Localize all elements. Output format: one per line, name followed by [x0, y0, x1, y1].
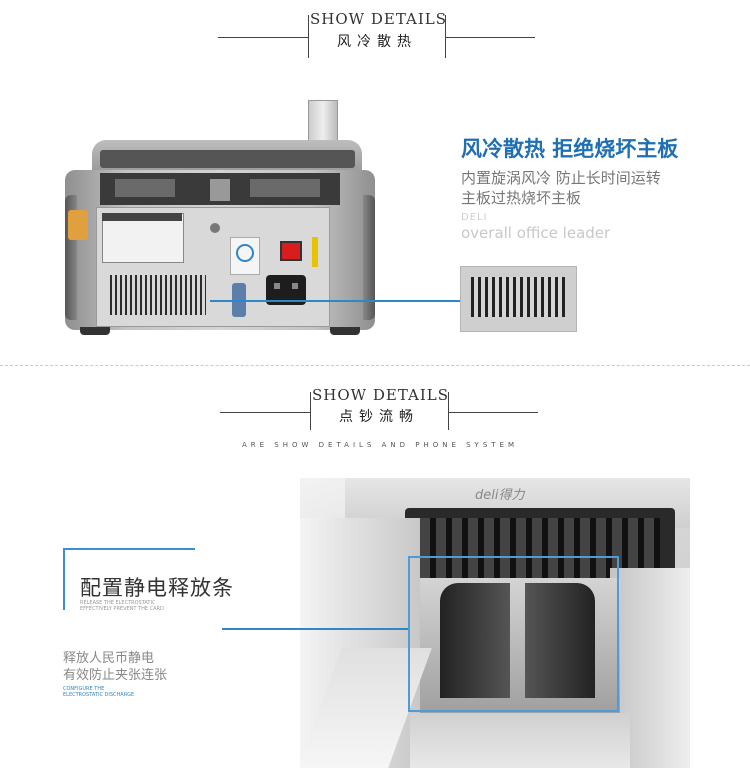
feature2-en-line2: EFFECTIVELY PREVENT THE CARD	[80, 606, 164, 612]
feature2-title: 配置静电释放条	[80, 576, 234, 600]
header1-title: SHOW DETAILS	[310, 10, 447, 28]
header1-right-bracket	[445, 15, 446, 58]
highlight-box	[408, 556, 619, 712]
feature1-title: 风冷散热 拒绝烧坏主板	[461, 137, 679, 161]
header1-subtitle: 风冷散热	[337, 34, 417, 50]
machine-front-image: deli得力	[300, 478, 690, 768]
callout-line-1	[210, 300, 462, 302]
header2-left-line	[220, 412, 310, 413]
header2-right-bracket	[448, 392, 449, 430]
vent-zoom-image	[460, 266, 577, 332]
footer-en-line2: ELECTROSTATIC DISCHARGE	[63, 692, 135, 698]
feature2-en-line1: RELEASE THE ELECTROSTATIC	[80, 600, 156, 606]
header2-title: SHOW DETAILS	[312, 386, 449, 404]
vent-grille	[110, 275, 206, 315]
power-switch-icon	[280, 241, 302, 261]
brand-logo: deli得力	[475, 488, 525, 503]
feature1-desc-line2: 主板过热烧坏主板	[461, 189, 582, 207]
header1-right-line	[445, 37, 535, 38]
feature1-desc-line1: 内置旋涡风冷 防止长时间运转	[461, 169, 661, 187]
header2-left-bracket	[310, 392, 311, 430]
header2-right-line	[448, 412, 538, 413]
header1-left-bracket	[308, 15, 309, 58]
text-box-bracket	[63, 548, 195, 610]
feature2-desc-line2: 有效防止夹张连张	[63, 668, 168, 683]
header1-left-line	[218, 37, 308, 38]
header2-tagline: ARE SHOW DETAILS AND PHONE SYSTEM	[241, 441, 519, 449]
feature2-desc-line1: 释放人民币静电	[63, 651, 155, 666]
callout-line-2	[222, 628, 408, 630]
machine-rear-image	[60, 95, 380, 340]
brand-small-text: DELI	[461, 212, 488, 223]
header2-subtitle: 点钞流畅	[339, 409, 419, 425]
footer-en-line1: CONFIGURE THE	[63, 686, 105, 692]
slogan-text: overall office leader	[461, 224, 611, 242]
section-divider	[0, 365, 750, 366]
